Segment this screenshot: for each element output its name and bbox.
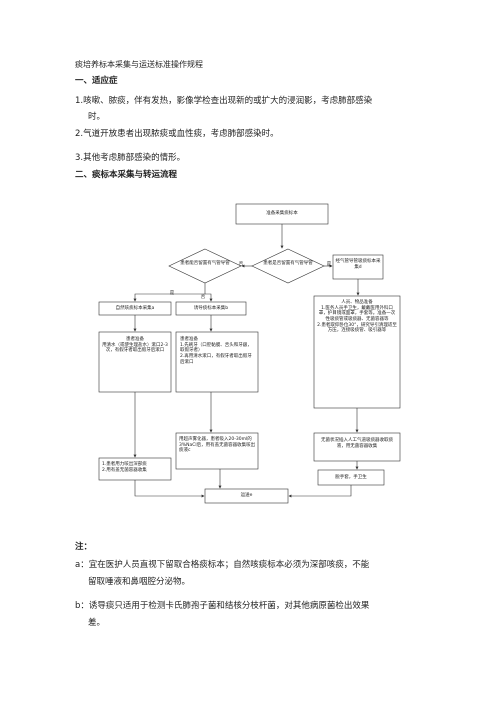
indication-2: 2.气道开放患者出现脓痰或血性痰，考虑肺部感染时。 [75, 129, 279, 139]
flow-transport: 运送e [240, 493, 253, 498]
note-b-cont: 差。 [88, 618, 106, 628]
staff-box [313, 295, 401, 409]
note-b: b：诱导痰只适用于检测卡氏肺孢子菌和结核分枝杆菌，对其他病原菌检出效果 [75, 601, 370, 611]
indication-1-cont: 时。 [88, 112, 106, 122]
airway-box [332, 254, 384, 280]
section-flow-heading: 二、痰标本采集与转运流程 [75, 170, 178, 180]
flow-natural: 自然咳痰标本采集a [115, 306, 155, 311]
nebul-box [175, 432, 259, 470]
note-a: a：宜在医护人员直视下留取合格痰标本；自然咳痰标本必须为深部咳痰，不能 [75, 560, 370, 570]
flow-suction: 无菌状况插入人工气道吸痰器收取痰液，用无菌容器收集 [321, 438, 393, 449]
flow-airway: 经气管导管吸痰标本采集d [335, 259, 381, 270]
suction-box [313, 432, 401, 462]
flow-hand-hygiene: 脱手套，手卫生 [335, 475, 367, 480]
transport-box [204, 488, 289, 504]
flow-cough: 1.患者用力咳出深部痰 2.用有盖无菌容器收集 [102, 462, 147, 473]
flow-nebul: 用超声雾化器，患者吸入20-30ml的3%NaCl后，用有盖无菌容器收集咳出痰液… [179, 437, 256, 454]
flow-prep-natural: 患者准备 用清水（或使生理盐水）漱口2-3次，有假牙者取出假牙后漱口 [102, 337, 168, 354]
note-a-cont: 留取唾液和鼻咽腔分泌物。 [88, 577, 191, 587]
decision-main [251, 248, 325, 284]
label-no-2: 否 [200, 295, 206, 300]
notes-heading: 注： [75, 542, 93, 552]
indication-3: 3.其他考虑肺部感染的情形。 [75, 153, 186, 163]
doc-title: 痰培养标本采集与运送标准操作规程 [75, 60, 203, 69]
label-no: 否 [238, 262, 244, 267]
flow-start: 准备采集痰标本 [266, 211, 298, 216]
flow-decision-main: 患者是否留置有气管导管 [263, 261, 313, 266]
prep-natural-box [98, 331, 172, 393]
prep-induced-box [175, 331, 259, 393]
flow-staff: 人员、物品准备 1.医务人员手卫生，戴戴医用外科口罩，护目镜或面罩，手套等。准备… [317, 300, 397, 334]
label-yes: 是 [326, 262, 332, 267]
label-yes-2: 是 [169, 291, 175, 296]
flow-prep-induced: 患者准备 1.先刷牙（口腔黏膜、舌头和牙龈，取假牙者） 2.再用清水漱口，有假牙… [180, 337, 252, 365]
flow-decision-left: 患者能否留置有气管导管 [180, 261, 230, 266]
indication-1: 1.咳嗽、脓痰，伴有发热，影像学检查出现新的或扩大的浸润影，考虑肺部感染 [75, 96, 373, 106]
section-indications-heading: 一、适应症 [75, 76, 118, 86]
flow-induced: 诱导痰标本采集b [193, 306, 229, 311]
